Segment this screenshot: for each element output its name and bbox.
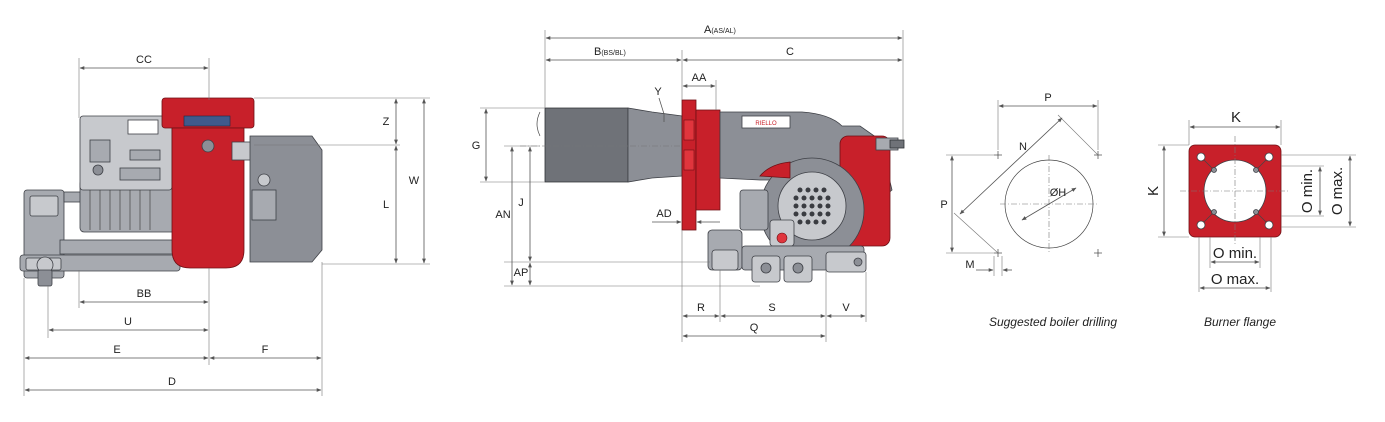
label-w: W (409, 175, 420, 187)
plate-text: RIELLO (755, 121, 777, 127)
burner-side-view (19, 97, 323, 287)
label-o-min-vertical: O min. (1299, 169, 1316, 213)
label-ap: AP (514, 267, 529, 279)
label-bb: BB (137, 288, 152, 300)
label-ad: AD (656, 208, 671, 220)
label-d: D (168, 376, 176, 388)
label-k-side: K (1145, 186, 1162, 196)
label-e: E (113, 344, 120, 356)
burner-flange-side (681, 99, 697, 231)
label-j: J (518, 197, 524, 209)
blast-tube (249, 135, 323, 263)
label-n: N (1019, 141, 1027, 153)
label-r: R (697, 302, 705, 314)
label-k-top: K (1231, 109, 1241, 126)
label-m: M (965, 259, 974, 271)
label-u: U (124, 316, 132, 328)
boiler-drilling-view: ØH P N P M Suggested boiler drilling (940, 92, 1117, 329)
label-q: Q (750, 322, 759, 334)
label-c: C (786, 46, 794, 58)
label-a: A(AS/AL) (704, 24, 736, 36)
caption-boiler-drilling: Suggested boiler drilling (989, 315, 1117, 329)
label-f: F (262, 344, 269, 356)
label-p-side: P (940, 199, 947, 211)
burner-body: RIELLO (695, 109, 905, 263)
label-l: L (383, 199, 389, 211)
label-an: AN (495, 209, 510, 221)
label-s: S (768, 302, 775, 314)
label-b: B(BS/BL) (594, 46, 626, 58)
control-box (79, 115, 173, 191)
side-view-dimensions: CC BB U E F D Z L W (23, 54, 430, 396)
label-cc: CC (136, 54, 152, 66)
label-oh: ØH (1050, 187, 1067, 199)
label-y: Y (654, 86, 662, 98)
air-box (161, 97, 255, 269)
caption-burner-flange: Burner flange (1204, 315, 1276, 329)
burner-lateral-view: RIELLO (520, 99, 905, 283)
label-z: Z (383, 116, 390, 128)
label-v: V (842, 302, 850, 314)
label-p-top: P (1044, 92, 1051, 104)
combustion-head (520, 107, 690, 183)
label-aa: AA (692, 72, 707, 84)
label-o-min-horizontal: O min. (1213, 245, 1257, 262)
label-o-max-horizontal: O max. (1211, 271, 1259, 288)
burner-flange-view: K K O min. O max. O min. O max. Burner f… (1145, 109, 1356, 329)
label-o-max-vertical: O max. (1329, 167, 1346, 215)
gas-valves (707, 229, 867, 283)
lateral-view-dimensions: A(AS/AL) B(BS/BL) C AA Y G AN J AP AD (472, 24, 904, 342)
fan-grid (793, 187, 831, 225)
label-g: G (472, 140, 481, 152)
